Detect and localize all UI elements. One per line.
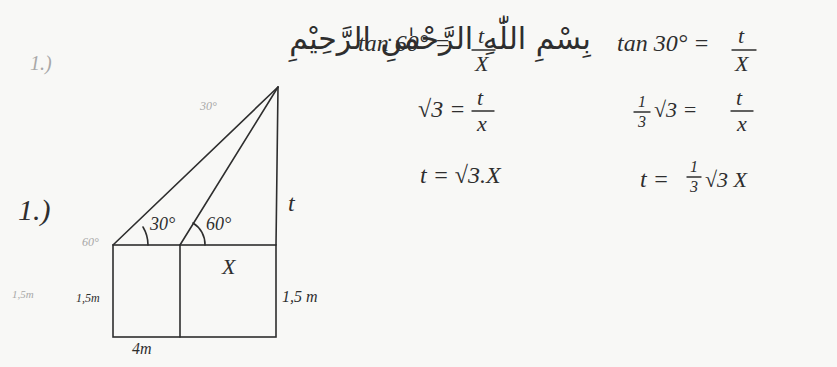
- height-dimension: 1,5 m: [282, 288, 318, 306]
- equation-text: √3 =: [654, 98, 697, 122]
- distance-label: X: [222, 255, 235, 279]
- fraction-bar: [732, 49, 756, 50]
- sight-line-30: [113, 87, 278, 245]
- denominator: 3: [690, 178, 698, 196]
- numerator: t: [736, 86, 742, 110]
- equation-text: t =: [640, 166, 669, 192]
- height-label: t: [288, 190, 295, 216]
- denominator: x: [737, 112, 747, 136]
- angle-label: 30°: [150, 215, 175, 235]
- equation-text: t = √3.X: [420, 162, 501, 188]
- faint-problem-number: 1.): [30, 52, 52, 74]
- equation-text: √3 X: [705, 168, 747, 192]
- faint-angle-label: 60°: [82, 236, 99, 249]
- numerator: t: [738, 24, 744, 48]
- faint-angle-label: 30°: [200, 100, 217, 113]
- width-dimension: 4m: [132, 340, 152, 358]
- numerator: t: [477, 86, 483, 110]
- denominator: 3: [638, 113, 646, 131]
- denominator: X: [475, 52, 488, 76]
- denominator: X: [735, 52, 748, 76]
- height-line: [276, 87, 278, 245]
- angle-arc: [143, 227, 148, 245]
- divider-line: [179, 245, 181, 337]
- rectangle-base: [113, 245, 276, 337]
- numerator: 1: [638, 93, 646, 111]
- denominator: x: [477, 112, 487, 136]
- equation-text: √3 =: [418, 96, 465, 122]
- angle-arc: [193, 223, 205, 245]
- fraction-bar: [687, 176, 701, 177]
- height-dimension: 1,5m: [76, 292, 100, 305]
- equation-text: tan 60° =: [358, 30, 450, 56]
- faint-dimension: 1,5m: [12, 288, 34, 300]
- angle-label: 60°: [206, 215, 231, 235]
- sight-line-60: [180, 87, 278, 245]
- fraction-bar: [634, 111, 650, 112]
- equation-text: tan 30° =: [617, 30, 709, 56]
- numerator: t: [478, 24, 484, 48]
- numerator: 1: [690, 158, 698, 176]
- problem-number: 1.): [18, 193, 51, 226]
